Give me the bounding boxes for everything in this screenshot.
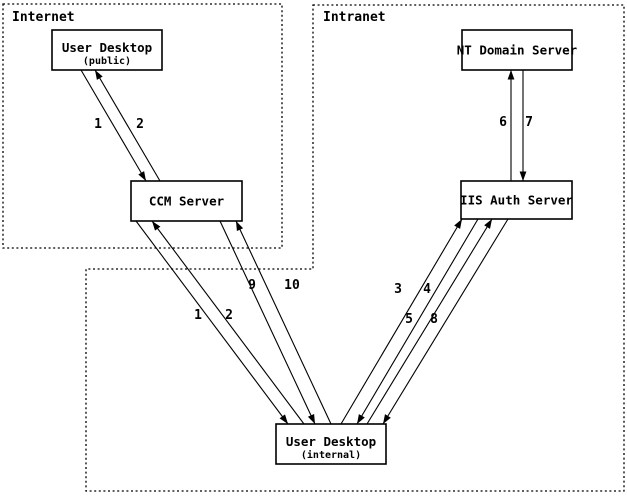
user-desktop-public-box <box>51 29 163 71</box>
step-label-9-4: 9 <box>248 278 256 293</box>
flow-6-iis-auth-server-to-nt-domain-server-arrowhead <box>507 70 515 80</box>
flow-1-ccm-server-to-user-desktop-internal-arrowhead <box>279 414 288 424</box>
flow-2-user-desktop-internal-to-ccm-server <box>151 220 305 425</box>
step-label-6-2: 6 <box>499 115 507 130</box>
ccm-server-box <box>130 180 243 222</box>
flow-1-ccm-server-to-user-desktop-internal <box>135 220 289 425</box>
user-desktop-public-node: User Desktop(public) <box>51 29 163 71</box>
step-label-3-6: 3 <box>394 282 402 297</box>
flow-2-user-desktop-internal-to-ccm-server-arrowhead <box>152 221 161 231</box>
nt-domain-server-label: NT Domain Server <box>457 43 578 58</box>
flow-1-user-desktop-public-to-ccm-server-arrowhead <box>138 171 146 181</box>
flow-4-iis-auth-server-to-user-desktop-internal-arrowhead <box>357 414 365 424</box>
step-label-7-3: 7 <box>525 115 533 130</box>
intranet-zone-label: Intranet <box>323 10 386 25</box>
step-label-4-7: 4 <box>423 282 431 297</box>
user-desktop-internal-label: User Desktop <box>286 434 376 449</box>
flow-5-user-desktop-internal-to-iis-auth-server-arrowhead <box>484 219 492 229</box>
step-label-1-0: 1 <box>94 117 102 132</box>
flow-4-iis-auth-server-to-user-desktop-internal <box>356 218 479 425</box>
flow-2-ccm-server-to-user-desktop-public-arrowhead <box>95 70 103 80</box>
nt-domain-server-box <box>461 29 573 71</box>
step-label-2-1: 2 <box>136 117 144 132</box>
step-label-5-10: 5 <box>405 312 413 327</box>
user-desktop-internal-sublabel: (internal) <box>301 449 361 461</box>
ccm-server-label: CCM Server <box>149 194 225 209</box>
nt-domain-server-node: NT Domain Server <box>457 29 578 71</box>
internet-zone-border <box>2 3 283 249</box>
iis-auth-server-label: IIS Auth Server <box>460 193 573 208</box>
user-desktop-internal-box <box>275 423 387 465</box>
flow-7-nt-domain-server-to-iis-auth-server-arrowhead <box>519 171 527 181</box>
intranet-zone-border <box>85 4 625 492</box>
flow-2-ccm-server-to-user-desktop-public <box>94 69 161 182</box>
flow-3-user-desktop-internal-to-iis-auth-server-arrowhead <box>454 219 462 229</box>
user-desktop-public-sublabel: (public) <box>83 55 131 67</box>
ccm-server-node: CCM Server <box>130 180 243 222</box>
flow-10-user-desktop-internal-to-ccm-server-arrowhead <box>236 221 244 231</box>
iis-auth-server-box <box>460 180 573 220</box>
flow-10-user-desktop-internal-to-ccm-server <box>235 220 332 425</box>
flow-8-iis-auth-server-to-user-desktop-internal-arrowhead <box>383 414 391 424</box>
user-desktop-internal-node: User Desktop(internal) <box>275 423 387 465</box>
flow-9-ccm-server-to-user-desktop-internal-arrowhead <box>307 414 315 424</box>
flow-3-user-desktop-internal-to-iis-auth-server <box>340 218 463 425</box>
iis-auth-server-node: IIS Auth Server <box>460 180 573 220</box>
flow-1-user-desktop-public-to-ccm-server <box>80 69 147 182</box>
internet-zone-label: Internet <box>12 10 75 25</box>
step-label-1-8: 1 <box>194 308 202 323</box>
user-desktop-public-label: User Desktop <box>62 40 152 55</box>
step-label-8-11: 8 <box>430 312 438 327</box>
flow-8-iis-auth-server-to-user-desktop-internal <box>382 218 509 425</box>
flow-5-user-desktop-internal-to-iis-auth-server <box>366 218 493 425</box>
step-label-2-9: 2 <box>225 308 233 323</box>
step-label-10-5: 10 <box>284 278 300 293</box>
flow-9-ccm-server-to-user-desktop-internal <box>219 220 316 425</box>
